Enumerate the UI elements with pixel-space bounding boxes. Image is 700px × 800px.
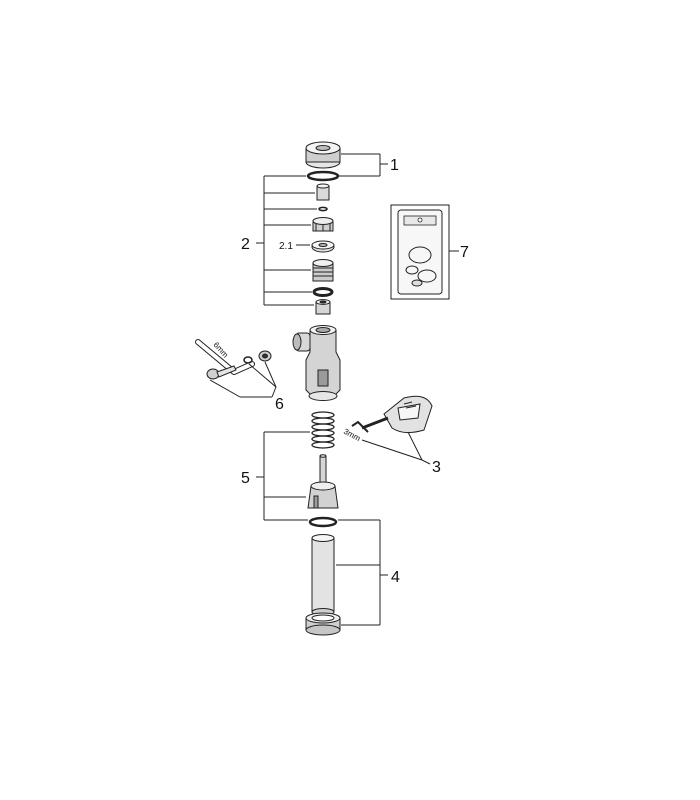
callout-5: 5 (241, 470, 250, 487)
callout-2: 2 (241, 236, 250, 253)
callout-3: 3 (432, 459, 441, 476)
hex-key-6mm-part (195, 339, 255, 375)
service-kit-bag (390, 204, 450, 300)
o-ring-part (306, 170, 340, 182)
lock-nut-part (258, 350, 272, 362)
callout-3-leader (361, 431, 431, 465)
valve-body-part (292, 325, 341, 401)
flush-tube-part (311, 534, 335, 616)
hex-key-3mm-part (351, 420, 369, 433)
small-washer-6-part (243, 356, 253, 364)
callout-1-leader (338, 153, 388, 177)
small-washer-part (318, 206, 328, 212)
cap-nut-part (305, 141, 341, 169)
callout-6: 6 (275, 396, 284, 413)
callout-4-leader (336, 519, 388, 626)
callout-1: 1 (390, 157, 399, 174)
seal-ring-part (311, 240, 335, 253)
callout-7: 7 (460, 244, 469, 261)
hex-key-3mm-label: 3mm (342, 427, 362, 443)
set-screw-part (206, 365, 237, 380)
callout-2-leader (256, 175, 317, 306)
callout-5-leader (256, 431, 310, 521)
piston-part (307, 454, 339, 509)
bottom-sleeve-part (315, 299, 331, 315)
tube-nut-part (305, 612, 341, 636)
spring-part (311, 411, 335, 449)
tube-o-ring-part (308, 516, 338, 528)
callout-2-1: 2.1 (279, 241, 293, 252)
callout-4: 4 (391, 569, 400, 586)
handle-pin-part (361, 416, 389, 430)
threaded-nut-part (312, 259, 334, 282)
small-sleeve-part (316, 183, 330, 201)
black-washer-part (312, 287, 334, 297)
flush-handle-part (383, 395, 433, 434)
callout-6-leader (209, 361, 277, 398)
valve-insert-part (312, 217, 334, 232)
